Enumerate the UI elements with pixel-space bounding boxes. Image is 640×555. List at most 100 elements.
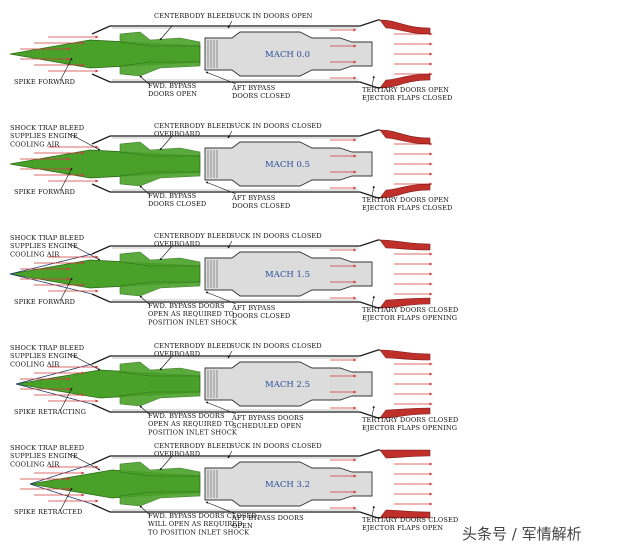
ejector-flap-bottom xyxy=(379,297,431,309)
nacelle-outline xyxy=(91,449,380,519)
inlet-duct-walls xyxy=(119,461,201,507)
centerbody-bleed-label-line: CENTERBODY BLEED xyxy=(154,12,232,20)
tertiary-label-line: TERTIARY DOORS OPEN xyxy=(362,86,449,94)
inlet-spike xyxy=(9,259,201,289)
inlet-duct-walls xyxy=(119,31,201,77)
ejector-flap-bottom xyxy=(379,509,431,519)
aft-bypass-leader xyxy=(205,501,237,515)
centerbody-bleed-label-line: OVERBOARD xyxy=(154,450,200,458)
aft-bypass-label-line: OPEN xyxy=(232,522,253,530)
tertiary-label-line: EJECTOR FLAPS OPENING xyxy=(362,314,457,322)
spike-label: SPIKE RETRACTED xyxy=(14,508,82,516)
tertiary-label-line: EJECTOR FLAPS OPEN xyxy=(362,524,443,532)
fwd-bypass-label-line: FWD. BYPASS DOORS CLOSED, xyxy=(148,512,259,520)
centerbody-leader xyxy=(159,135,173,151)
centerbody-leader xyxy=(159,355,173,371)
aft-bypass-label-line: SCHEDULED OPEN xyxy=(232,422,301,430)
mach-label: MACH 1.5 xyxy=(265,270,310,280)
shock-trap-leader xyxy=(69,453,101,471)
watermark: 头条号 / 军情解析 xyxy=(462,525,582,543)
aft-bypass-label-line: AFT BYPASS xyxy=(231,194,276,202)
aft-bypass-label-line: DOORS CLOSED xyxy=(232,312,290,320)
tertiary-label-line: TERTIARY DOORS CLOSED xyxy=(362,516,458,524)
inlet-spike xyxy=(29,469,201,499)
spike-leader xyxy=(59,167,73,192)
fwd-bypass-leader xyxy=(139,75,151,86)
ejector-flap-top xyxy=(379,349,431,361)
shock-trap-label-line: COOLING AIR xyxy=(10,140,60,148)
tertiary-leader xyxy=(371,405,375,417)
fwd-bypass-label-line: DOORS CLOSED xyxy=(148,200,206,208)
nacelle-outline xyxy=(91,19,380,89)
centerbody-bleed-label-line: OVERBOARD xyxy=(154,240,200,248)
inlet-spike xyxy=(15,369,201,399)
fwd-bypass-label-line: DOORS OPEN xyxy=(148,90,197,98)
tertiary-label-line: TERTIARY DOORS CLOSED xyxy=(362,416,458,424)
inlet-spike xyxy=(9,149,201,179)
aft-bypass-label-line: AFT BYPASS xyxy=(231,84,276,92)
ejector-flap-top xyxy=(379,449,431,459)
suck-in-leader xyxy=(227,20,233,29)
fwd-bypass-label-line: POSITION INLET SHOCK xyxy=(148,428,238,436)
fwd-bypass-leader xyxy=(139,295,151,306)
tertiary-label-line: EJECTOR FLAPS OPENING xyxy=(362,424,457,432)
tertiary-label-line: EJECTOR FLAPS CLOSED xyxy=(362,204,452,212)
shock-trap-label-line: SHOCK TRAP BLEED xyxy=(10,344,84,352)
fwd-bypass-label-line: POSITION INLET SHOCK xyxy=(148,318,238,326)
tertiary-leader xyxy=(371,75,375,87)
shock-trap-label-line: COOLING AIR xyxy=(10,250,60,258)
mach-label: MACH 3.2 xyxy=(265,480,310,490)
shock-trap-label-line: COOLING AIR xyxy=(10,460,60,468)
shock-trap-label-line: SUPPLIES ENGINE xyxy=(10,242,78,250)
tertiary-label-line: TERTIARY DOORS CLOSED xyxy=(362,306,458,314)
spike-leader xyxy=(59,57,73,82)
spike-leader xyxy=(59,487,73,512)
ejector-flap-top xyxy=(379,129,431,145)
centerbody-leader xyxy=(159,245,173,261)
tertiary-label-line: TERTIARY DOORS OPEN xyxy=(362,196,449,204)
engine-core xyxy=(204,251,373,297)
spike-label: SPIKE RETRACTING xyxy=(14,408,86,416)
fwd-bypass-label-line: FWD. BYPASS xyxy=(148,82,197,90)
shock-trap-label-line: COOLING AIR xyxy=(10,360,60,368)
spike-label: SPIKE FORWARD xyxy=(14,298,75,306)
tertiary-leader xyxy=(371,505,375,517)
shock-trap-label-line: SUPPLIES ENGINE xyxy=(10,132,78,140)
aft-bypass-leader xyxy=(205,401,237,415)
shock-trap-label-line: SUPPLIES ENGINE xyxy=(10,352,78,360)
suck-in-leader xyxy=(227,240,233,249)
aft-bypass-leader xyxy=(205,181,237,195)
centerbody-bleed-label-line: CENTERBODY BLEED xyxy=(154,442,232,450)
suck-in-leader xyxy=(227,450,233,459)
fwd-bypass-label-line: FWD. BYPASS xyxy=(148,192,197,200)
suck-in-label: SUCK IN DOORS OPEN xyxy=(230,12,313,20)
inlet-duct-walls xyxy=(119,251,201,297)
tertiary-leader xyxy=(371,185,375,197)
aft-bypass-leader xyxy=(205,291,237,305)
suck-in-label: SUCK IN DOORS CLOSED xyxy=(230,442,322,450)
ejector-flap-bottom xyxy=(379,407,431,419)
fwd-bypass-label-line: OPEN AS REQUIRED TO xyxy=(148,420,235,428)
shock-trap-label-line: SHOCK TRAP BLEED xyxy=(10,444,84,452)
shock-trap-leader xyxy=(69,133,101,151)
aft-bypass-label-line: AFT BYPASS xyxy=(231,304,276,312)
